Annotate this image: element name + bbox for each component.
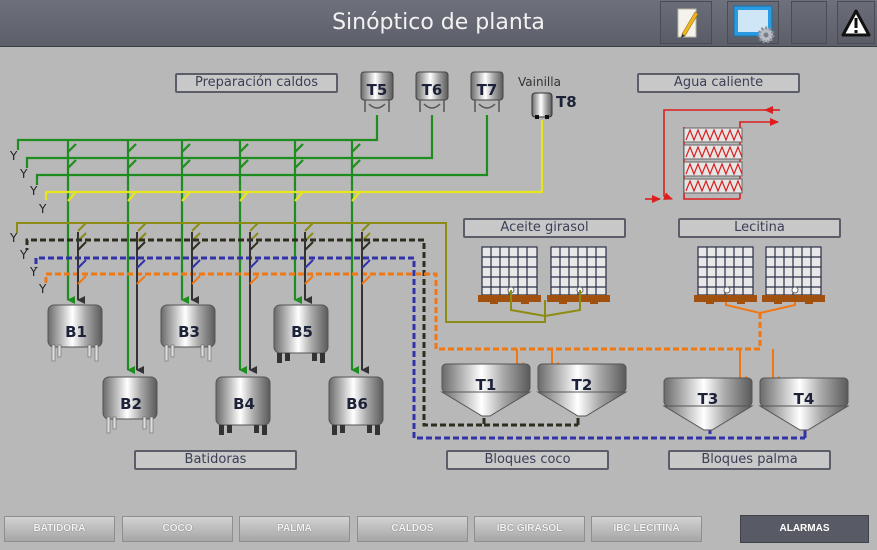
footer-nav: BATIDORA COCO PALMA CALDOS IBC GIRASOL I… [0, 510, 877, 550]
ibc-lecitina-1[interactable] [693, 246, 758, 305]
nav-palma-button[interactable]: PALMA [239, 516, 350, 542]
ibc-lecitina-2[interactable] [761, 246, 826, 305]
svg-text:B6: B6 [346, 395, 368, 413]
hopper-t1[interactable]: T1 [441, 363, 531, 417]
area-label-bloques-coco: Bloques coco [446, 450, 609, 470]
mixer-feed-lines [77, 232, 371, 374]
nav-ibc-girasol-button[interactable]: IBC GIRASOL [474, 516, 585, 542]
vanilla-line [44, 120, 544, 202]
plant-synoptic: Y Y Y Y Y Y Y Y T5 T6 T7 Vainilla T8 [0, 47, 877, 510]
ibc-girasol-1[interactable] [477, 246, 542, 305]
coconut-line [25, 238, 580, 427]
hopper-t2[interactable]: T2 [537, 363, 627, 417]
process-diagram: Y Y Y Y Y Y Y Y T5 T6 T7 Vainilla T8 [9, 71, 849, 440]
alarms-button[interactable]: ALARMAS [740, 515, 869, 543]
nav-coco-button[interactable]: COCO [122, 516, 233, 542]
svg-text:T3: T3 [698, 390, 719, 408]
alarm-warning-button[interactable] [837, 1, 875, 44]
notepad-pencil-icon [677, 8, 699, 38]
svg-text:B1: B1 [65, 323, 87, 341]
valve-symbol: Y [9, 149, 18, 163]
valve-symbol: Y [38, 282, 47, 296]
valve-symbol: Y [19, 248, 28, 262]
broth-tank-t7[interactable]: T7 [470, 71, 504, 113]
settings-screen-button[interactable] [727, 1, 779, 44]
broth-lines [16, 115, 489, 374]
mixer-b5[interactable]: B5 [273, 304, 329, 364]
mixer-b2[interactable]: B2 [102, 376, 158, 434]
warning-triangle-icon [841, 9, 871, 37]
nav-caldos-button[interactable]: CALDOS [357, 516, 468, 542]
area-label-batidoras: Batidoras [134, 450, 297, 470]
mixer-b3[interactable]: B3 [160, 304, 216, 362]
blank-button[interactable] [791, 1, 827, 44]
ibc-girasol-2[interactable] [546, 246, 611, 305]
area-label-aceite-girasol: Aceite girasol [463, 218, 626, 238]
area-label-bloques-palma: Bloques palma [668, 450, 831, 470]
screen-gear-icon [733, 5, 775, 44]
svg-text:T4: T4 [794, 390, 815, 408]
mixer-b4[interactable]: B4 [215, 376, 271, 436]
nav-ibc-lecitina-button[interactable]: IBC LECITINA [591, 516, 702, 542]
valve-symbol: Y [9, 231, 18, 245]
svg-text:T2: T2 [572, 376, 593, 394]
hopper-t3[interactable]: T3 [663, 377, 753, 431]
valve-symbol: Y [29, 184, 38, 198]
header-bar: Sinóptico de planta [0, 0, 877, 47]
area-label-agua-caliente: Agua caliente [637, 73, 800, 93]
vanilla-label: Vainilla [518, 75, 561, 89]
mixer-b1[interactable]: B1 [47, 304, 103, 362]
edit-button[interactable] [660, 1, 712, 44]
svg-text:B5: B5 [291, 323, 313, 341]
nav-batidora-button[interactable]: BATIDORA [4, 516, 115, 542]
valve-symbol: Y [29, 265, 38, 279]
broth-tank-t5[interactable]: T5 [360, 71, 394, 113]
svg-text:T5: T5 [367, 81, 388, 99]
valve-symbol: Y [19, 167, 28, 181]
broth-tank-t6[interactable]: T6 [415, 71, 449, 113]
page-title: Sinóptico de planta [332, 10, 545, 35]
svg-text:B2: B2 [120, 395, 142, 413]
svg-text:B3: B3 [178, 323, 200, 341]
manifold-valves: Y Y Y Y Y Y Y Y [9, 149, 47, 296]
svg-text:T6: T6 [422, 81, 443, 99]
sunflower-oil-line [16, 222, 546, 323]
lecithin-line [44, 272, 762, 351]
svg-text:T1: T1 [476, 376, 497, 394]
area-label-lecitina: Lecitina [678, 218, 841, 238]
area-label-preparacion-caldos: Preparación caldos [175, 73, 338, 93]
svg-text:T7: T7 [477, 81, 498, 99]
hopper-t4[interactable]: T4 [759, 377, 849, 431]
vanilla-tank-t8[interactable]: T8 [531, 92, 577, 119]
hot-water-exchanger[interactable] [645, 106, 780, 203]
svg-text:T8: T8 [556, 93, 577, 111]
mixer-b6[interactable]: B6 [328, 376, 384, 436]
valve-symbol: Y [38, 202, 47, 216]
svg-text:B4: B4 [233, 395, 255, 413]
